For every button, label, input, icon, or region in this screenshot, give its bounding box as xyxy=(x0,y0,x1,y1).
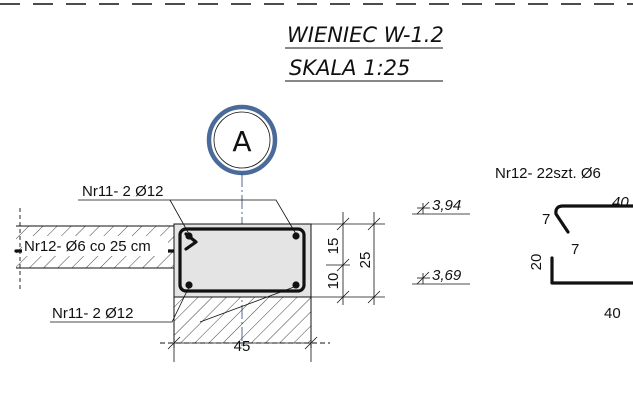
drawing-title: WIENIEC W-1.2 xyxy=(287,23,444,47)
rebar-top-left xyxy=(185,232,193,240)
slab-rebar-label-bg xyxy=(22,236,168,256)
stirrup-top-length: 40 xyxy=(612,194,629,211)
leader-bottom xyxy=(50,286,190,323)
height-upper-value: 15 xyxy=(325,238,342,255)
drawing-scale: SKALA 1:25 xyxy=(289,56,410,80)
rebar-bottom-right xyxy=(292,281,300,289)
stirrup-bottom-length: 40 xyxy=(604,305,621,322)
stirrup-hook-left: 7 xyxy=(542,211,550,228)
axis-marker-letter: A xyxy=(232,125,251,158)
height-lower-value: 10 xyxy=(325,273,342,290)
width-dimension xyxy=(160,300,330,362)
beam-section xyxy=(173,223,312,298)
height-total-value: 25 xyxy=(357,252,374,269)
leader-top xyxy=(78,199,297,235)
stirrup-hook-right: 7 xyxy=(571,241,579,258)
wall-below xyxy=(173,297,312,348)
level-mark-top xyxy=(412,201,470,215)
slab-rebar-label: Nr12- Ø6 co 25 cm xyxy=(24,238,151,255)
section-stirrup xyxy=(178,227,306,293)
axis-marker: A xyxy=(206,104,278,176)
stirrup-shape xyxy=(550,204,633,285)
stirrup-label: Nr12- 22szt. Ø6 xyxy=(495,165,601,182)
level-mark-bottom xyxy=(412,271,470,285)
rebar-top-right xyxy=(292,232,300,240)
height-dimensions xyxy=(311,212,385,305)
level-bottom-value: 3,69 xyxy=(432,267,462,284)
label-bottom-rebar: Nr11- 2 Ø12 xyxy=(52,305,133,322)
label-top-rebar: Nr11- 2 Ø12 xyxy=(82,183,163,200)
level-top-value: 3,94 xyxy=(432,197,461,214)
rebar-bottom-left xyxy=(185,281,193,289)
stirrup-height: 20 xyxy=(528,254,545,271)
width-dimension-value: 45 xyxy=(234,338,251,355)
